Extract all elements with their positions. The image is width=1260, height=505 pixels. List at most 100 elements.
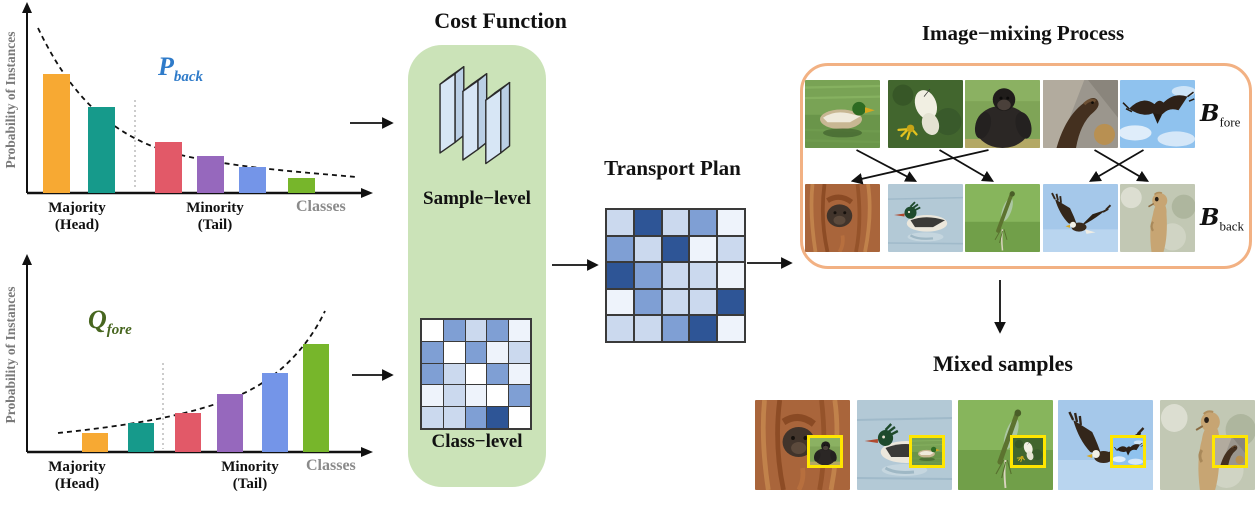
bar-tail-1 <box>175 413 201 452</box>
matrix-cell-r5c5 <box>509 407 530 428</box>
q-fore-chart: Probability of Instances Qfore Majority(… <box>0 245 380 505</box>
p-chart-classes-label: Classes <box>296 198 346 215</box>
matrix-cell-r1c5 <box>509 320 530 341</box>
bar-tail-3 <box>239 167 266 193</box>
matrix-cell-r1c2 <box>443 320 465 341</box>
matrix-cell-r5c5 <box>718 316 744 341</box>
mixed-sample-orangutan <box>755 400 850 490</box>
matrix-cell-r2c2 <box>443 341 465 363</box>
back-image-meerkat <box>1120 184 1195 252</box>
mixed-patch-gorilla <box>807 435 844 469</box>
matrix-cell-r1c3 <box>662 210 689 235</box>
class-level-label: Class−level <box>431 431 523 452</box>
bar-tail-3 <box>262 373 288 452</box>
mixed-sample-merganser <box>857 400 952 490</box>
bar-head-2 <box>88 107 115 193</box>
mixed-sample-eagle <box>1058 400 1153 490</box>
matrix-cell-r4c4 <box>690 289 717 315</box>
matrix-cell-r4c1 <box>607 289 633 315</box>
matrix-cell-r3c4 <box>487 363 509 385</box>
matrix-cell-r5c3 <box>662 316 689 341</box>
matrix-cell-r1c3 <box>465 320 487 341</box>
p-chart-minority-label: Minority(Tail) <box>186 200 244 233</box>
p-chart-majority-label: Majority(Head) <box>48 200 106 233</box>
fore-image-mallard-duck <box>805 80 880 148</box>
matrix-cell-r3c2 <box>443 363 465 385</box>
matrix-cell-r1c1 <box>607 210 633 235</box>
matrix-cell-r2c3 <box>465 341 487 363</box>
mixed-sample-meerkat <box>1160 400 1255 490</box>
increasing-trend-curve <box>57 310 326 434</box>
matrix-cell-r5c3 <box>465 407 487 428</box>
matrix-cell-r4c2 <box>634 289 661 315</box>
bar-head-2 <box>128 423 154 452</box>
fore-image-flying-vulture <box>1120 80 1195 148</box>
bar-tail-1 <box>155 142 182 193</box>
matrix-cell-r4c3 <box>465 385 487 407</box>
mixed-patch-vulture <box>1110 435 1147 469</box>
p-back-chart: Probability of Instances Pback Majority(… <box>0 0 380 245</box>
matrix-cell-r3c3 <box>465 363 487 385</box>
matrix-cell-r3c1 <box>422 363 443 385</box>
matrix-cell-r1c2 <box>634 210 661 235</box>
back-image-bald-eagle <box>1043 184 1118 252</box>
matrix-cell-r1c5 <box>718 210 744 235</box>
q-chart-y-axis-label: Probability of Instances <box>3 286 18 424</box>
matrix-cell-r5c4 <box>690 316 717 341</box>
matrix-cell-r5c4 <box>487 407 509 428</box>
y-axis-arrowhead <box>22 2 32 13</box>
matrix-cell-r5c2 <box>443 407 465 428</box>
matrix-cell-r2c5 <box>509 341 530 363</box>
transport-plan-title: Transport Plan <box>604 156 741 180</box>
q-chart-minority-label: Minority(Tail) <box>221 459 279 492</box>
bar-tail-2 <box>217 394 243 452</box>
matrix-cell-r1c4 <box>690 210 717 235</box>
matrix-cell-r3c3 <box>662 263 689 288</box>
bar-tail-4 <box>303 344 329 452</box>
q-chart-majority-label: Majority(Head) <box>48 459 106 492</box>
fore-batch-label: Bfore <box>1200 100 1241 130</box>
back-batch-label: Bback <box>1200 204 1244 234</box>
matrix-cell-r4c2 <box>443 385 465 407</box>
matrix-cell-r2c3 <box>662 236 689 262</box>
mixed-sample-damselfly <box>958 400 1053 490</box>
transport-plan-matrix <box>605 208 746 343</box>
fore-image-white-butterfly <box>888 80 963 148</box>
x-axis-arrowhead <box>361 447 373 457</box>
back-image-orangutan <box>805 184 880 252</box>
q-fore-symbol: Qfore <box>88 305 132 339</box>
mixed-patch-duck <box>909 435 946 469</box>
matrix-cell-r2c4 <box>487 341 509 363</box>
matrix-cell-r4c5 <box>509 385 530 407</box>
matrix-cell-r2c1 <box>422 341 443 363</box>
class-level-cost-matrix <box>420 318 532 430</box>
mixed-patch-butterfly <box>1010 435 1047 469</box>
matrix-cell-r1c1 <box>422 320 443 341</box>
mixed-samples-title: Mixed samples <box>933 351 1073 376</box>
decreasing-trend-curve <box>37 27 357 178</box>
sample-level-label: Sample−level <box>423 188 531 209</box>
bar-tail-2 <box>197 156 224 193</box>
matrix-cell-r4c5 <box>718 289 744 315</box>
q-chart-axes <box>22 254 373 457</box>
p-back-symbol: Pback <box>158 52 204 86</box>
matrix-cell-r2c1 <box>607 236 633 262</box>
p-chart-y-axis-label: Probability of Instances <box>3 31 18 169</box>
matrix-cell-r5c1 <box>422 407 443 428</box>
matrix-cell-r4c3 <box>662 289 689 315</box>
matrix-cell-r2c2 <box>634 236 661 262</box>
back-image-merganser-duck <box>888 184 963 252</box>
matrix-cell-r5c1 <box>607 316 633 341</box>
mixed-patch-beaver <box>1212 435 1249 469</box>
matrix-cell-r3c2 <box>634 263 661 288</box>
matrix-cell-r3c5 <box>509 363 530 385</box>
sample-level-slabs-icon <box>439 66 511 165</box>
fore-image-gorilla <box>965 80 1040 148</box>
bar-head-1 <box>82 433 108 452</box>
image-mixing-title: Image−mixing Process <box>921 21 1125 45</box>
matrix-cell-r3c1 <box>607 263 633 288</box>
matrix-cell-r2c4 <box>690 236 717 262</box>
q-chart-classes-label: Classes <box>306 457 356 474</box>
matrix-cell-r1c4 <box>487 320 509 341</box>
y-axis-arrowhead <box>22 254 32 265</box>
